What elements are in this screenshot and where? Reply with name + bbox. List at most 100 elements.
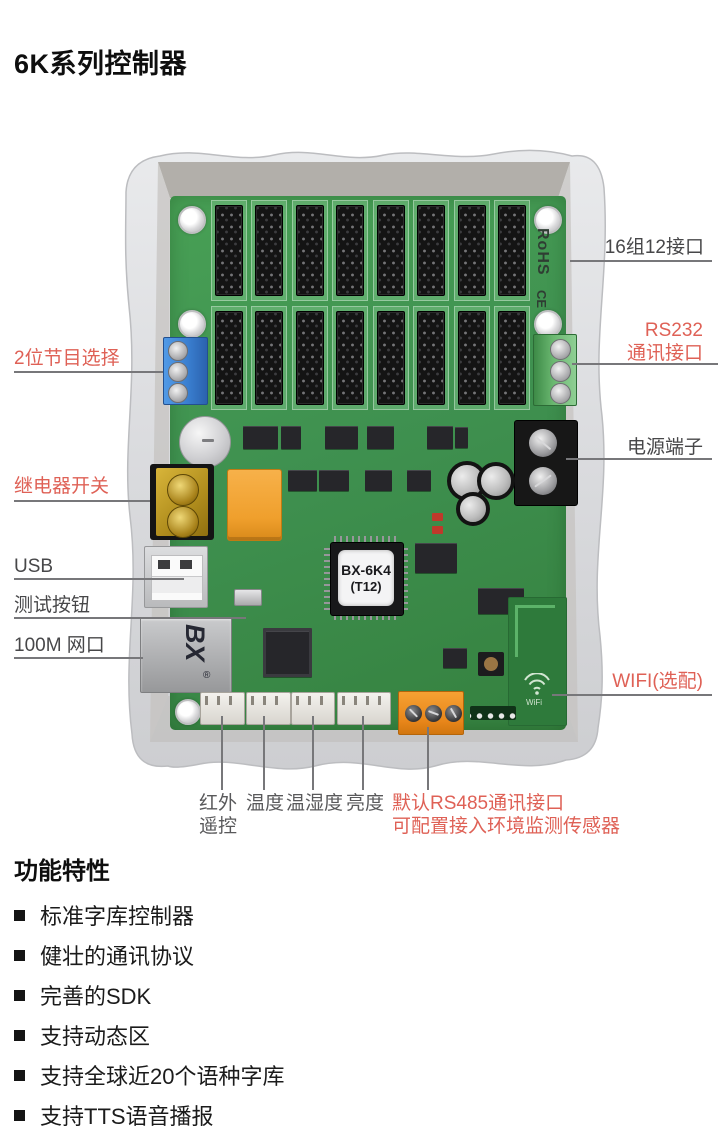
main-chip: BX-6K4 (T12)	[330, 542, 404, 616]
program-select-terminal	[163, 337, 208, 405]
smd-ic	[263, 628, 312, 677]
square-bullet-icon	[14, 909, 25, 921]
terminal-screw	[168, 362, 188, 382]
rs232-terminal	[533, 334, 577, 406]
callout-line-test-button	[14, 617, 246, 619]
terminal-screw-dark	[425, 705, 442, 722]
terminal-screw-dark	[405, 705, 422, 722]
callout-label-temp-humidity: 温湿度	[286, 793, 344, 814]
jst-pins	[296, 696, 330, 705]
controller-photo: RoHS CE	[14, 149, 718, 837]
pin-header	[470, 706, 516, 720]
antenna-trace	[515, 605, 555, 608]
relay-terminal	[150, 464, 214, 540]
smd-ic	[407, 470, 431, 491]
callout-label-ir-line1: 红外	[199, 793, 238, 814]
terminal-screw-silver	[529, 429, 557, 457]
callout-label-brightness: 亮度	[346, 793, 385, 814]
usb-contact	[158, 560, 170, 569]
screw-hole	[178, 310, 206, 338]
red-smd	[432, 513, 443, 521]
terminal-screw	[550, 361, 571, 382]
feature-text: 支持全球近20个语种字库	[40, 1064, 285, 1089]
idc-connector	[215, 205, 243, 296]
chip-variant-text: (T12)	[350, 578, 382, 594]
square-bullet-icon	[14, 949, 25, 961]
features-title: 功能特性	[14, 858, 110, 885]
callout-line-ir	[221, 716, 223, 790]
callout-label-usb: USB	[14, 556, 54, 577]
callout-line-rs232	[572, 363, 718, 365]
feature-text: 标准字库控制器	[40, 904, 195, 929]
chip-pins	[401, 546, 408, 610]
terminal-screw-dark	[445, 705, 462, 722]
capacitor	[477, 462, 515, 500]
test-button-component	[234, 589, 262, 606]
callout-label-lan: 100M 网口	[14, 635, 105, 656]
callout-line-lan	[14, 657, 143, 659]
idc-connector	[498, 311, 526, 405]
rohs-marking: RoHS	[534, 228, 551, 276]
callout-line-temperature	[263, 716, 265, 790]
smd-ic	[427, 426, 453, 449]
smd-ic	[325, 426, 358, 449]
case-recess-top-shadow	[158, 162, 570, 198]
callout-label-rs485-line1: 默认RS485通讯接口	[392, 793, 565, 814]
usb-tongue	[152, 576, 202, 593]
idc-connector	[336, 311, 364, 405]
callout-label-relay: 继电器开关	[14, 476, 110, 497]
callout-line-power	[566, 458, 712, 460]
smd-ic	[367, 426, 394, 449]
callout-line-program-select	[14, 371, 163, 373]
feature-text: 健壮的通讯协议	[40, 944, 195, 969]
callout-label-ir-line2: 遥控	[199, 816, 238, 837]
square-bullet-icon	[14, 1029, 25, 1041]
screw-hole	[175, 699, 201, 725]
square-bullet-icon	[14, 989, 25, 1001]
rs485-terminal	[398, 691, 464, 735]
wifi-icon	[524, 673, 550, 695]
idc-connector	[215, 311, 243, 405]
relay-terminal-face	[156, 468, 208, 538]
red-smd	[432, 526, 443, 534]
callout-line-brightness	[362, 716, 364, 790]
idc-connector	[498, 205, 526, 296]
terminal-screw-silver	[529, 467, 557, 495]
feature-item: 标准字库控制器	[14, 895, 694, 935]
idc-connector	[296, 205, 324, 296]
jst-pins	[251, 696, 286, 705]
wifi-zone: WiFi	[508, 597, 567, 726]
wifi-silk-label: WiFi	[526, 698, 542, 707]
idc-connector	[417, 205, 445, 296]
chip-pins	[324, 546, 331, 610]
callout-line-wifi	[552, 694, 712, 696]
idc-connector	[377, 205, 405, 296]
square-bullet-icon	[14, 1109, 25, 1121]
idc-connector	[296, 311, 324, 405]
qfn-chip	[478, 652, 504, 676]
smd-ic	[243, 426, 278, 449]
usb-port	[144, 546, 208, 608]
callout-label-rs232-line1: RS232	[644, 320, 703, 341]
ethernet-port: BX ®	[140, 617, 232, 693]
page-title: 6K系列控制器	[14, 49, 188, 79]
callout-label-wifi: WIFI(选配)	[612, 671, 703, 692]
smd-ic	[415, 543, 457, 573]
screw-hole	[178, 206, 206, 234]
chip-pins	[334, 613, 398, 620]
idc-connector	[336, 205, 364, 296]
terminal-screw-gold	[167, 506, 199, 538]
callout-line-rs485	[427, 727, 429, 790]
callout-label-power: 电源端子	[626, 437, 703, 458]
idc-connector	[377, 311, 405, 405]
feature-item: 支持TTS语音播报	[14, 1095, 694, 1135]
capacitor	[456, 492, 490, 526]
feature-item: 支持全球近20个语种字库	[14, 1055, 694, 1095]
chip-pins	[334, 536, 398, 543]
features-list: 标准字库控制器 健壮的通讯协议 完善的SDK 支持动态区 支持全球近20个语种字…	[14, 895, 694, 1135]
jst-pins	[205, 696, 240, 705]
antenna-trace	[515, 605, 518, 657]
terminal-screw	[168, 341, 188, 361]
power-terminal	[514, 420, 578, 506]
callout-line-relay	[14, 500, 150, 502]
